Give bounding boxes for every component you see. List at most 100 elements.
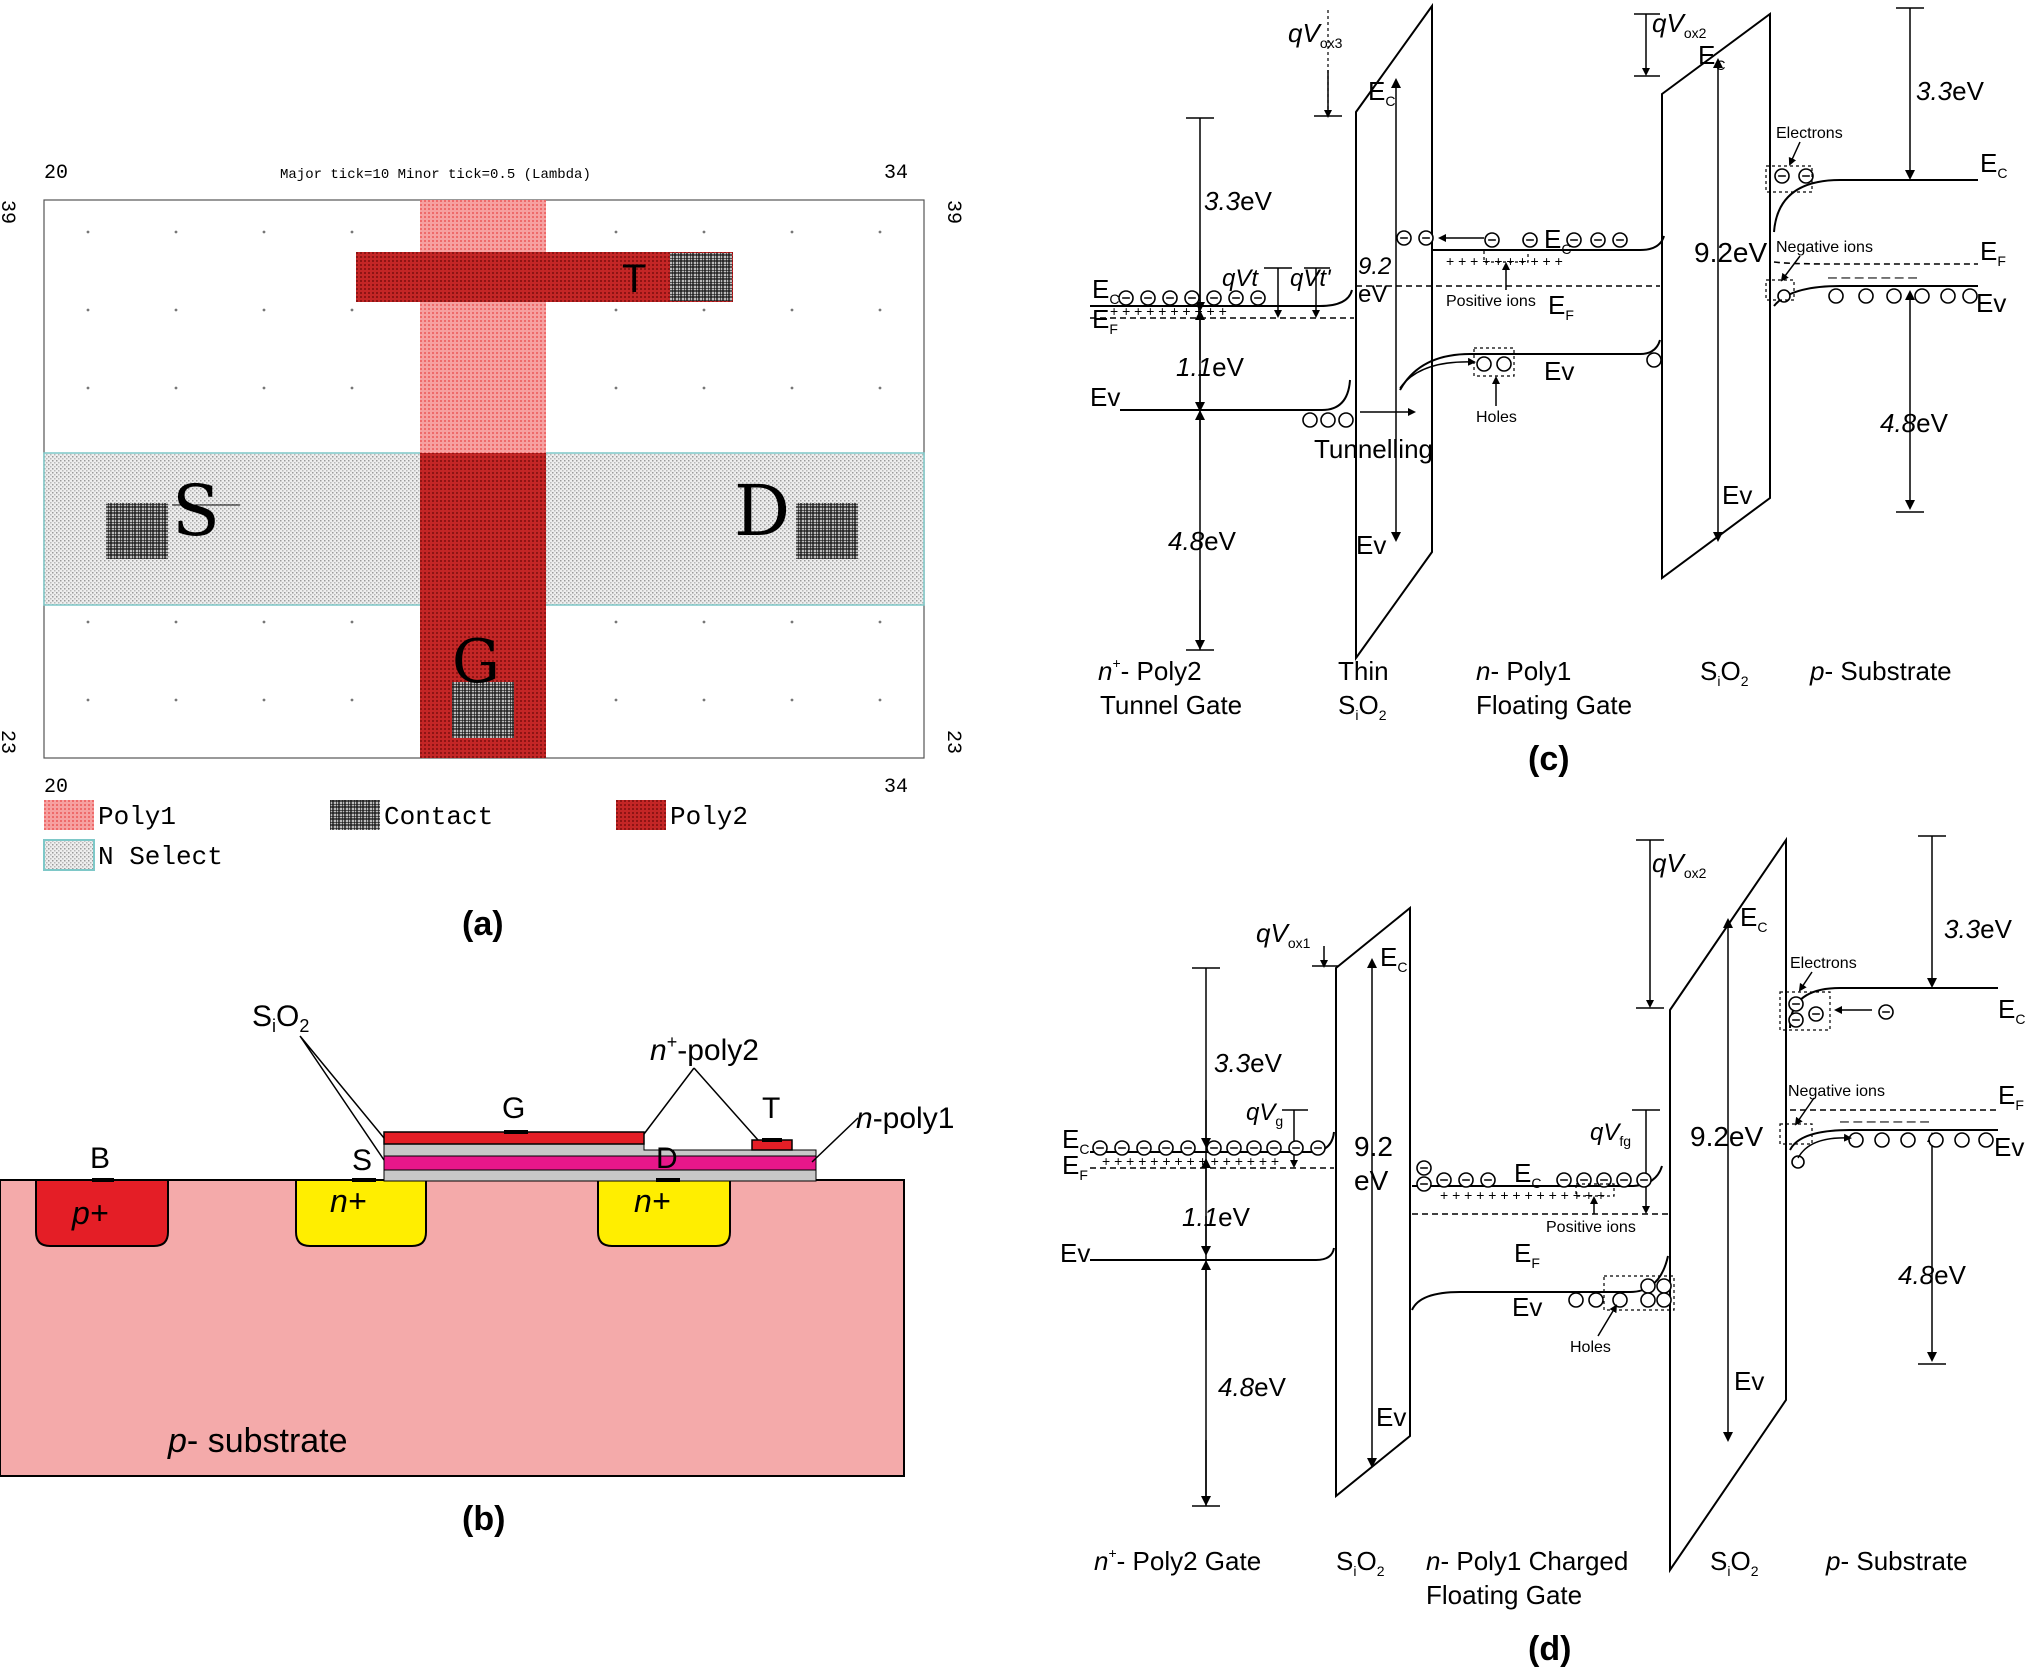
grid-dot xyxy=(614,386,618,390)
hole xyxy=(1858,288,1874,304)
d-33ev-sub: 3.3eV xyxy=(1944,914,2013,944)
grid-dot xyxy=(614,230,618,234)
legend-swatch-poly1 xyxy=(44,800,94,830)
grid-dot xyxy=(878,386,882,390)
n-plus-source xyxy=(295,1179,427,1247)
hole xyxy=(1914,288,1930,304)
hole xyxy=(1612,1292,1628,1308)
n-plus-drain xyxy=(597,1179,731,1247)
hole xyxy=(1900,1132,1916,1148)
d-negions-label: Negative ions xyxy=(1788,1083,1885,1100)
c-negions-leader xyxy=(1780,255,1801,282)
d-bottom-l4: SiO2 xyxy=(1710,1546,1759,1579)
d-ev-sio2: Ev xyxy=(1734,1366,1764,1396)
c-ef-sub: EF xyxy=(1980,236,2006,269)
hole xyxy=(1777,289,1791,303)
d-oxide-right xyxy=(1669,836,1787,1574)
d-sub-holes xyxy=(1791,1132,1994,1169)
grid-dot xyxy=(702,620,706,624)
c-bottom-l3b: Floating Gate xyxy=(1476,690,1632,720)
c-sio2-thick xyxy=(1661,12,1771,580)
c-ec-sio2: EC xyxy=(1698,40,1725,73)
grid-dot xyxy=(790,620,794,624)
oxide-lower xyxy=(383,1169,817,1182)
c-bottom-l3: n- Poly1 xyxy=(1476,656,1571,686)
grid-dot xyxy=(174,230,178,234)
legend-swatch-contact xyxy=(330,800,380,830)
d-negions-box xyxy=(1779,1123,1813,1145)
d-ev-sub: Ev xyxy=(1994,1132,2024,1162)
d-electrons-box xyxy=(1779,991,1831,1031)
hole xyxy=(1476,356,1492,372)
grid-dot xyxy=(174,386,178,390)
d-holes-label: Holes xyxy=(1570,1339,1611,1356)
label-pplus: p+ xyxy=(71,1195,108,1231)
n-plus-poly2-gate xyxy=(383,1131,645,1145)
terminal-label-t: T xyxy=(622,257,646,301)
legend-label-poly1: Poly1 xyxy=(98,802,176,832)
c-33ev-sub: 3.3eV xyxy=(1916,76,1985,106)
hole xyxy=(1320,412,1336,428)
hole xyxy=(1656,1292,1672,1308)
grid-dot xyxy=(702,698,706,702)
contact-d xyxy=(796,503,858,559)
d-ev-oxide: Ev xyxy=(1376,1402,1406,1432)
c-fg-ev xyxy=(1399,339,1661,391)
grid-dot xyxy=(262,698,266,702)
terminal-label-g: G xyxy=(452,627,500,697)
label-b: B xyxy=(90,1142,110,1175)
panel-a-x-tick-left-top: 20 xyxy=(44,162,68,185)
grid-dot xyxy=(878,308,882,312)
c-92-left-b: eV xyxy=(1358,281,1387,308)
label-t: T xyxy=(762,1092,780,1125)
c-gate-ec xyxy=(1090,289,1353,307)
c-11ev: 1.1eV xyxy=(1176,352,1245,382)
legend-label-contact: Contact xyxy=(384,802,493,832)
grid-dot xyxy=(878,230,882,234)
label-p-substrate: p- substrate xyxy=(167,1422,348,1460)
c-ef-gate: EF xyxy=(1092,304,1118,337)
hole xyxy=(1828,288,1844,304)
legend-label-nselect: N Select xyxy=(98,842,223,872)
grid-dot xyxy=(86,698,90,702)
c-ev-gate: Ev xyxy=(1090,382,1120,412)
label-npoly1: n-poly1 xyxy=(856,1102,954,1135)
c-holes-label: Holes xyxy=(1476,409,1517,426)
c-ec-sub: EC xyxy=(1980,148,2007,181)
hole xyxy=(1640,1292,1656,1308)
d-bottom-l1: n+- Poly2 Gate xyxy=(1094,1545,1261,1576)
c-48ev-sub: 4.8eV xyxy=(1880,408,1949,438)
grid-dot xyxy=(350,620,354,624)
grid-dot xyxy=(86,230,90,234)
c-negions-label: Negative ions xyxy=(1776,239,1873,256)
legend-swatch-nselect xyxy=(43,839,95,871)
d-ev-gate: Ev xyxy=(1060,1238,1090,1268)
c-fg-ec xyxy=(1431,235,1665,252)
grid-dot xyxy=(262,308,266,312)
grid-dot xyxy=(878,620,882,624)
d-fg-ev xyxy=(1411,1255,1669,1311)
hole xyxy=(1646,352,1662,368)
d-bottom-l2: SiO2 xyxy=(1336,1546,1385,1579)
grid-dot xyxy=(174,620,178,624)
d-gate-electrons xyxy=(1092,1140,1326,1156)
oxide-upper xyxy=(383,1143,817,1157)
contact-s xyxy=(106,503,168,559)
d-sub-electrons xyxy=(1788,996,1894,1028)
grid-dot xyxy=(262,230,266,234)
grid-dot xyxy=(614,308,618,312)
grid-dot xyxy=(790,230,794,234)
npoly2-leader xyxy=(643,1067,759,1141)
d-ec-sub: EC xyxy=(1998,994,2025,1027)
c-tunnel-holes xyxy=(1302,352,1662,428)
hole xyxy=(1978,1132,1994,1148)
grid-dot xyxy=(262,386,266,390)
grid-dot xyxy=(702,308,706,312)
panel-a-y-tick-left-bottom: 23 xyxy=(0,730,18,754)
panel-c-caption: (c) xyxy=(1528,740,1570,778)
label-nplus-source: n+ xyxy=(330,1183,366,1219)
d-ef-fg: EF xyxy=(1514,1238,1540,1271)
label-sio2: SiO2 xyxy=(252,1000,309,1036)
hole xyxy=(1940,288,1956,304)
hole xyxy=(1338,412,1354,428)
